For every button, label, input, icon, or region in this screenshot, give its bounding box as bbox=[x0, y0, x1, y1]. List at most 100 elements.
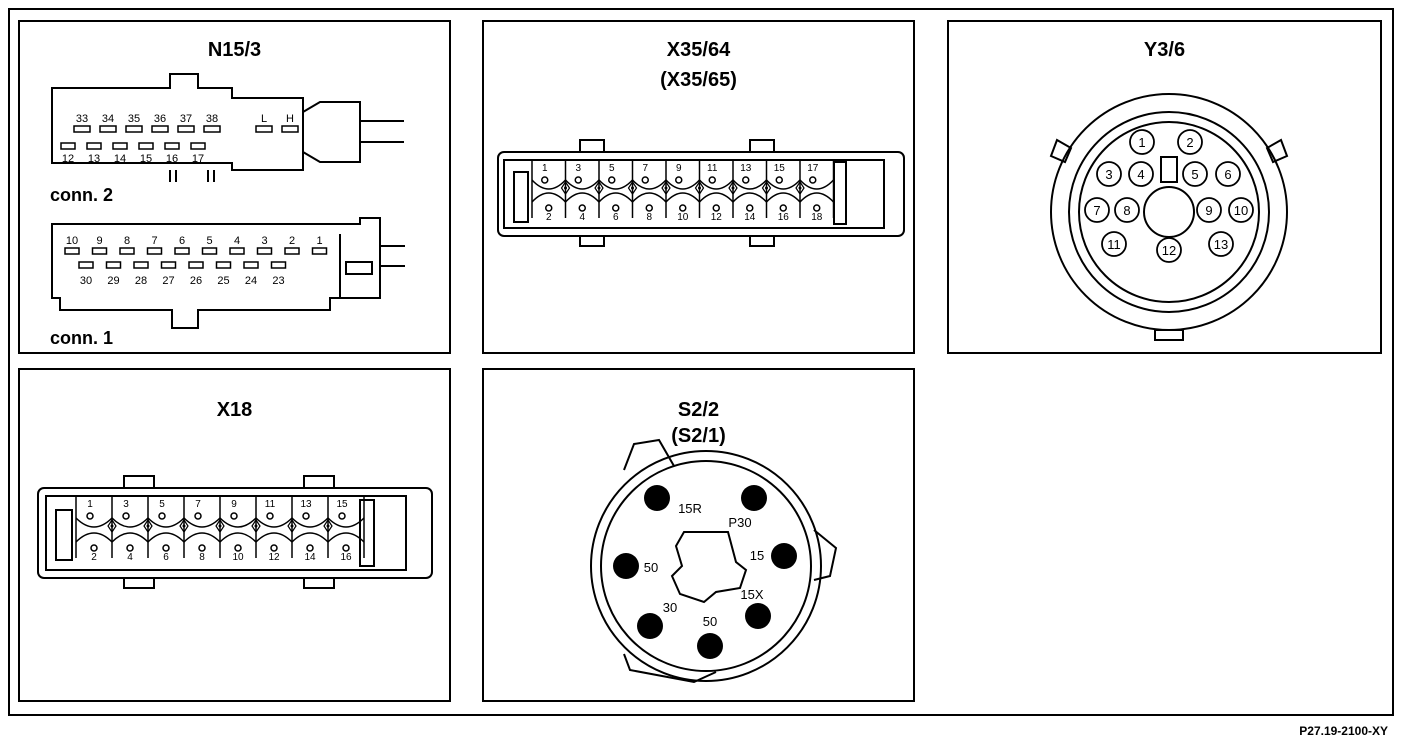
pin-number: 1 bbox=[542, 163, 548, 174]
pin-hole bbox=[813, 204, 821, 212]
pin-number: 13 bbox=[1214, 237, 1228, 252]
pin-slot bbox=[229, 247, 245, 255]
pin-label: 35 bbox=[128, 113, 140, 125]
pin-number: 17 bbox=[807, 163, 819, 174]
panel-title: N15/3 bbox=[207, 39, 262, 61]
pin-hole bbox=[126, 544, 134, 552]
pin-slot bbox=[256, 247, 273, 255]
pin-label: 1 bbox=[316, 235, 322, 247]
pin-cavity-outline bbox=[765, 179, 801, 190]
pin-hole bbox=[338, 512, 346, 520]
pin-hole bbox=[342, 544, 350, 552]
key-diamond bbox=[594, 180, 604, 196]
pin-slot bbox=[151, 125, 169, 133]
pin-slot bbox=[105, 261, 122, 269]
pin-circle bbox=[1208, 231, 1234, 257]
pin-cavity-outline bbox=[219, 517, 257, 528]
pin-hole bbox=[162, 544, 170, 552]
pin-slot bbox=[133, 261, 149, 269]
pin-cavity-outline bbox=[147, 517, 185, 528]
pin-number: 15 bbox=[774, 163, 786, 174]
terminal-contact bbox=[697, 633, 723, 659]
pin-number: 10 bbox=[677, 212, 689, 223]
pin-slot bbox=[73, 125, 91, 133]
pin-number: 3 bbox=[123, 499, 129, 510]
pin-label: 25 bbox=[217, 275, 229, 287]
pin-slot bbox=[119, 247, 135, 255]
figure-reference: P27.19-2100-XY bbox=[1299, 724, 1388, 738]
key-dot bbox=[218, 524, 222, 528]
pin-number: 8 bbox=[1123, 203, 1130, 218]
terminal-label: P30 bbox=[728, 515, 751, 530]
pin-cavity-outline bbox=[291, 532, 329, 543]
pin-cavity-outline bbox=[765, 192, 801, 203]
pin-hole bbox=[608, 176, 616, 184]
pin-number: 10 bbox=[232, 552, 244, 563]
pin-cavity-outline bbox=[598, 179, 634, 190]
key-dot bbox=[597, 186, 601, 190]
pin-number: 1 bbox=[87, 499, 93, 510]
terminal-label: 50 bbox=[703, 614, 717, 629]
key-dot bbox=[182, 524, 186, 528]
pin-number: 12 bbox=[1162, 243, 1176, 258]
pin-label: 37 bbox=[180, 113, 192, 125]
pin-slot bbox=[78, 261, 94, 269]
pin-number: 11 bbox=[707, 163, 718, 174]
pin-hole bbox=[234, 544, 242, 552]
pin-hole bbox=[270, 544, 278, 552]
pin-number: 10 bbox=[1234, 203, 1248, 218]
pin-circle bbox=[1177, 129, 1203, 155]
key-dot bbox=[731, 186, 735, 190]
pin-hole bbox=[779, 204, 787, 212]
pin-number: 2 bbox=[546, 212, 552, 223]
pin-label: H bbox=[286, 113, 294, 125]
pin-hole bbox=[675, 176, 683, 184]
pin-circle bbox=[1215, 161, 1241, 187]
key-diamond bbox=[661, 180, 671, 196]
key-dot bbox=[631, 186, 634, 190]
pin-cavity-outline bbox=[698, 179, 734, 190]
pin-circle bbox=[1114, 197, 1140, 223]
terminal-label: 50 bbox=[644, 560, 658, 575]
pin-hole bbox=[230, 512, 238, 520]
pin-slot bbox=[190, 142, 206, 150]
pin-number: 4 bbox=[579, 212, 585, 223]
pin-slot bbox=[255, 125, 273, 133]
pin-label: 30 bbox=[80, 275, 92, 287]
key-diamond bbox=[694, 180, 705, 196]
pin-slot bbox=[270, 261, 287, 269]
pin-slot bbox=[146, 247, 163, 255]
key-dot bbox=[290, 524, 294, 528]
key-diamond bbox=[560, 180, 571, 196]
key-dot bbox=[146, 524, 150, 528]
panel-title: X35/64 bbox=[666, 39, 731, 61]
key-diamond bbox=[761, 180, 772, 196]
pin-label: 15 bbox=[140, 153, 152, 165]
pin-cavity-outline bbox=[799, 179, 835, 190]
key-diamond bbox=[323, 518, 333, 534]
key-dot bbox=[110, 524, 114, 528]
pin-number: 5 bbox=[159, 499, 165, 510]
pin-slot bbox=[112, 142, 128, 150]
conn1-label: conn. 1 bbox=[50, 328, 114, 348]
pin-label: 4 bbox=[234, 235, 240, 247]
key-dot bbox=[564, 186, 567, 190]
terminal-label: 15 bbox=[750, 548, 764, 563]
pin-slot bbox=[160, 261, 177, 269]
pin-slot bbox=[203, 125, 221, 133]
pin-label: 33 bbox=[76, 113, 88, 125]
terminal-contact bbox=[613, 553, 639, 579]
pin-cavity-outline bbox=[698, 192, 734, 203]
pin-cavity-outline bbox=[564, 192, 600, 203]
terminal-contact bbox=[644, 485, 670, 511]
pin-label: 29 bbox=[107, 275, 119, 287]
pin-number: 18 bbox=[811, 212, 823, 223]
pin-label: 13 bbox=[88, 153, 100, 165]
key-diamond bbox=[143, 518, 153, 534]
pin-number: 14 bbox=[744, 212, 756, 223]
pin-slot bbox=[60, 142, 76, 150]
pin-number: 8 bbox=[646, 212, 652, 223]
pin-slot bbox=[311, 247, 328, 255]
panel-title: X18 bbox=[216, 399, 253, 421]
